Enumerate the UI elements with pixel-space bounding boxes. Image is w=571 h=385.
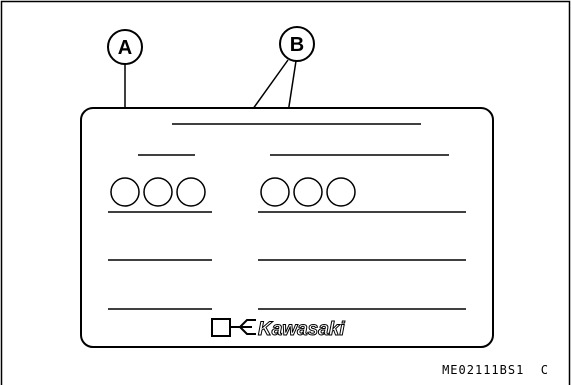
key-label-card: Kawasaki [80,107,494,348]
digit-circle [293,177,323,207]
kawasaki-wordmark: Kawasaki [258,319,345,340]
digit-circle [326,177,356,207]
figure-code: ME02111BS1 C [442,363,549,377]
callout-a: A [107,29,143,108]
kawasaki-logo: Kawasaki [211,318,346,341]
callout-a-letter: A [118,37,132,59]
digit-circle [143,177,173,207]
digit-circle [110,177,140,207]
callout-b-letter: B [290,34,304,56]
digit-circles-right [260,177,356,207]
kawasaki-logo-box [211,318,231,337]
kawasaki-river-mark-icon [231,319,256,335]
digit-circle [260,177,290,207]
digit-circles-left [110,177,206,207]
card-outline [80,107,494,348]
digit-circle [176,177,206,207]
callout-b-circle [279,26,315,62]
